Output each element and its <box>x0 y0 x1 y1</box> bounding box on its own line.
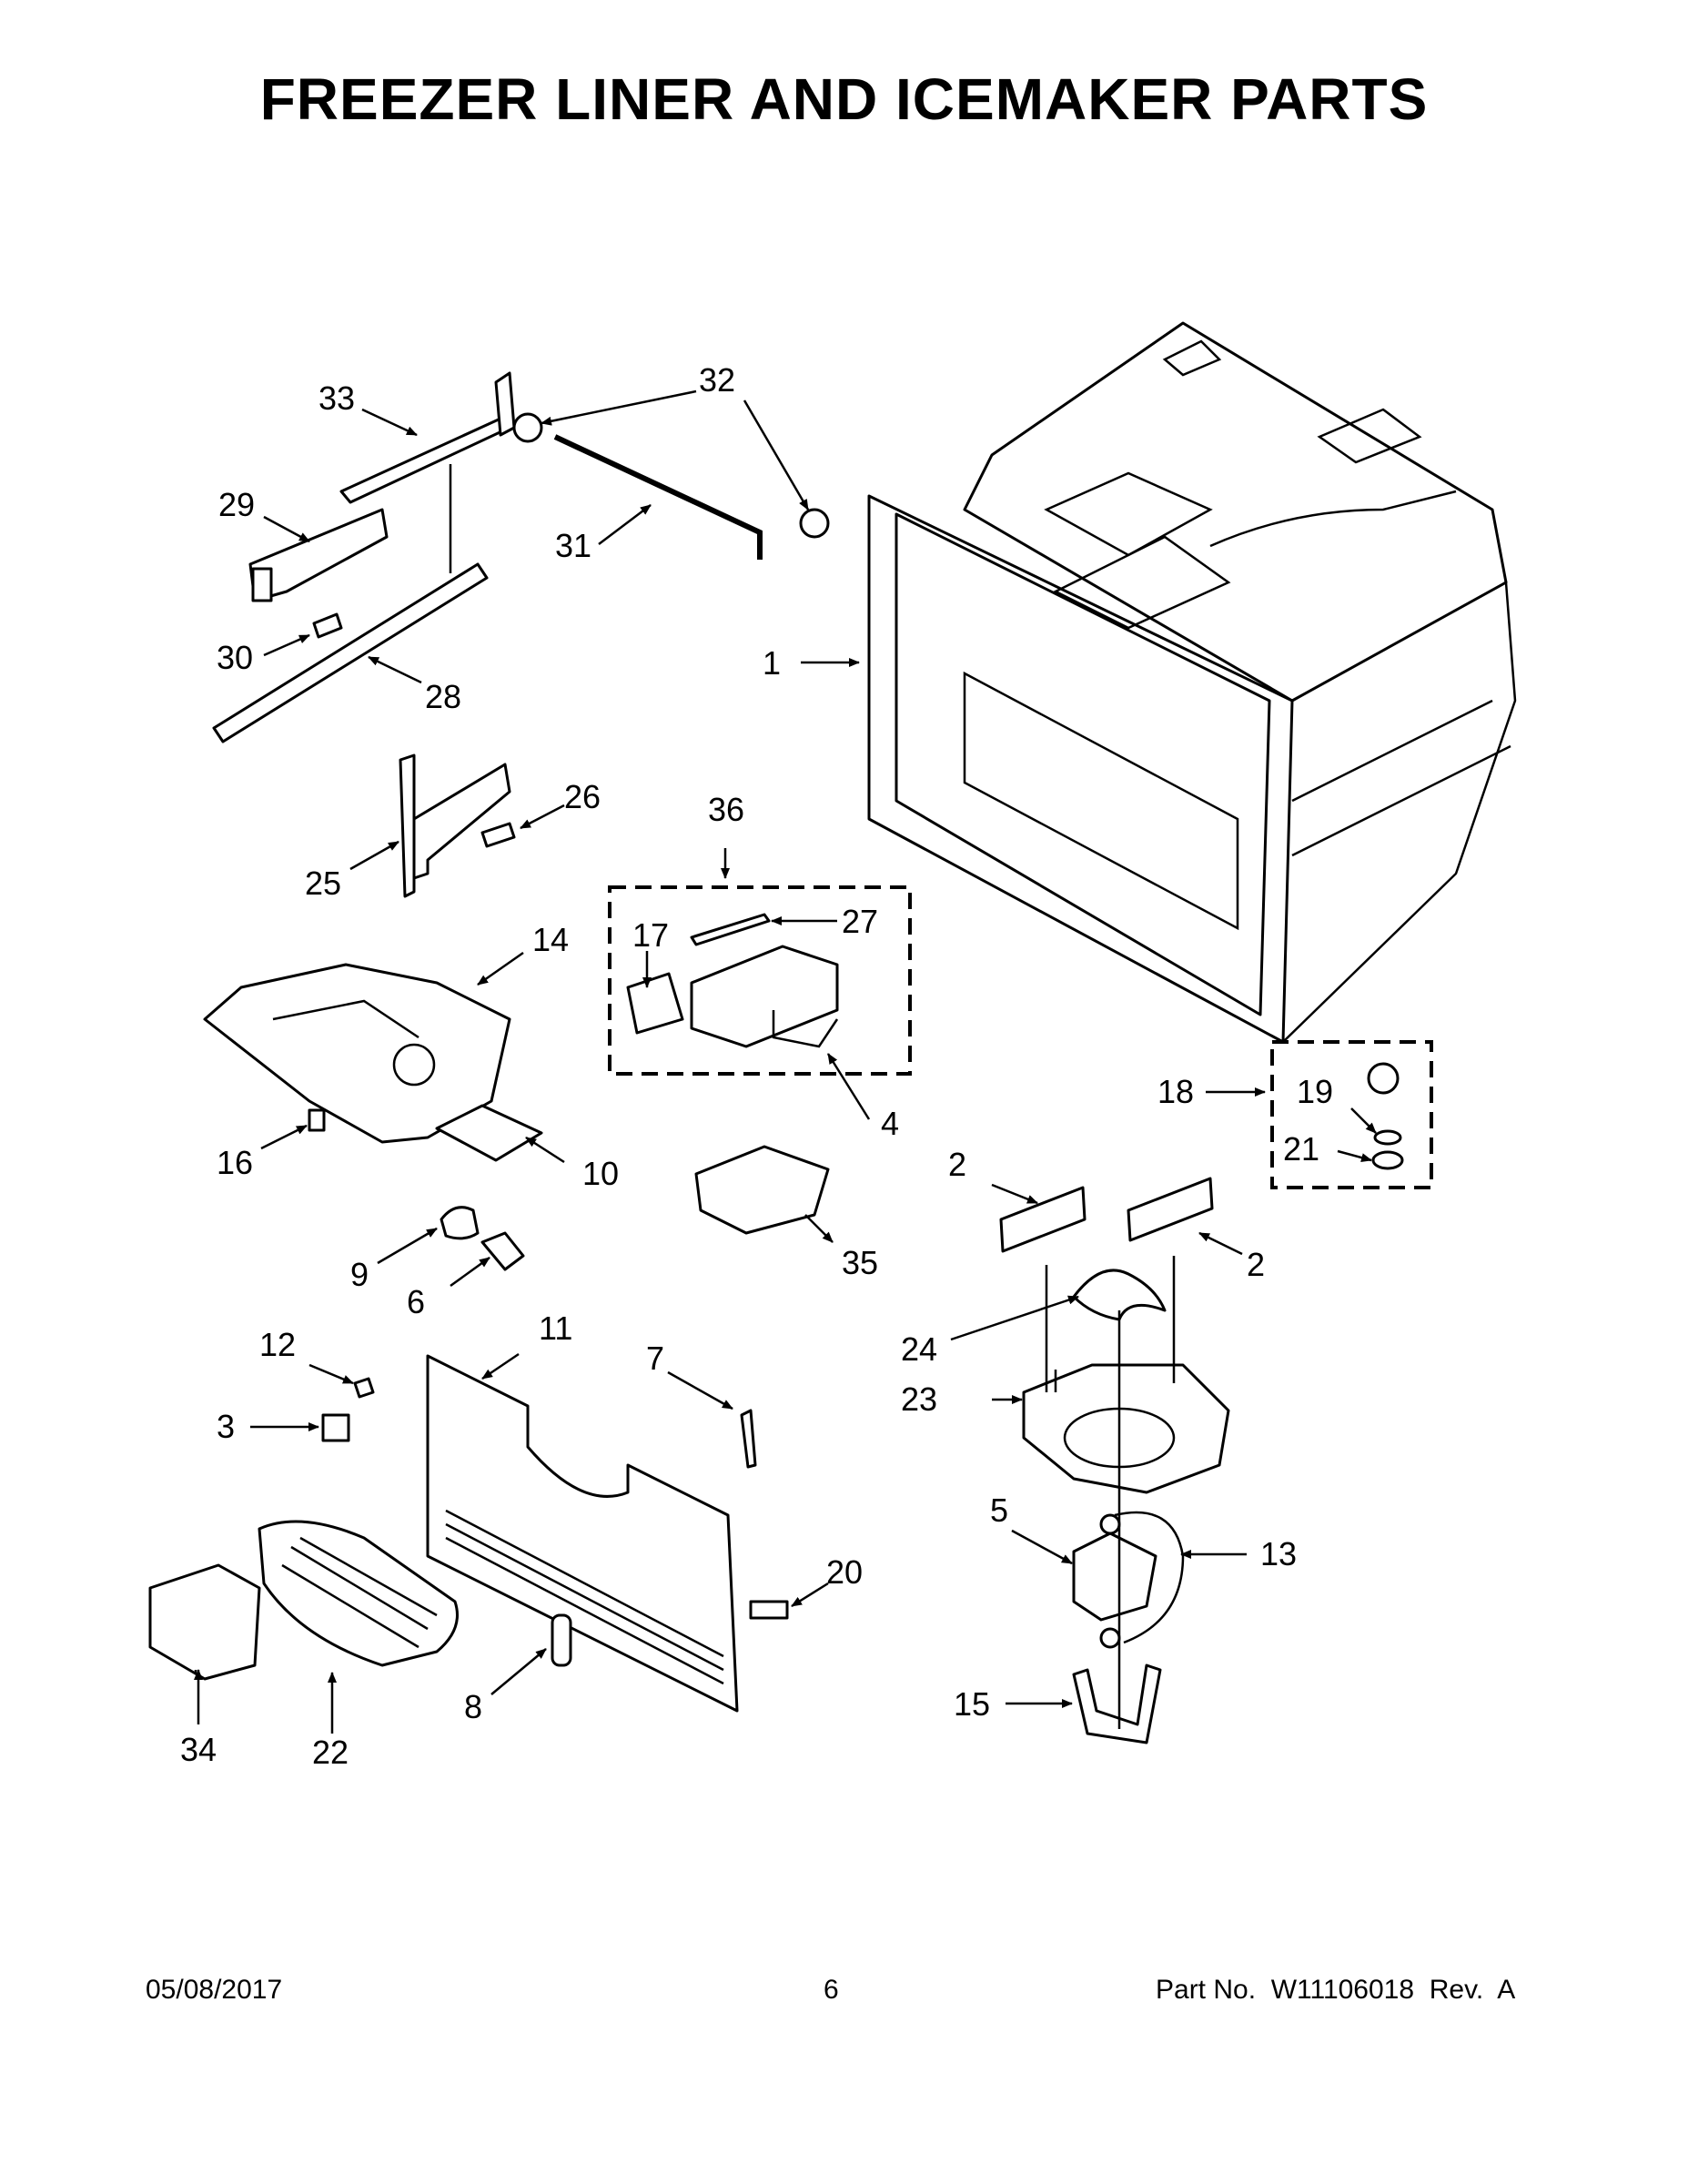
bracket-part-15 <box>1072 1663 1162 1744</box>
strip-part-20 <box>749 1600 789 1620</box>
top-rail-part-33 <box>339 371 516 504</box>
callout-24: 24 <box>901 1330 937 1368</box>
screw-part-12 <box>353 1377 375 1399</box>
callout-34: 34 <box>180 1731 217 1768</box>
leader-lines <box>194 389 1377 1734</box>
callout-2: 2 <box>948 1146 966 1183</box>
callout-1: 1 <box>763 644 781 682</box>
callout-32: 32 <box>699 361 735 399</box>
slide-part-28 <box>212 562 489 743</box>
fan-shroud-part-23 <box>1022 1363 1230 1494</box>
motor-part-5 <box>1072 1532 1157 1622</box>
clip-part-8 <box>551 1613 572 1667</box>
pad-part-2-left <box>999 1186 1087 1253</box>
callout-2: 2 <box>1247 1246 1265 1283</box>
callout-25: 25 <box>305 864 341 902</box>
callout-28: 28 <box>425 678 461 715</box>
freezer-liner <box>867 321 1517 1044</box>
socket-part-6 <box>480 1231 525 1271</box>
cover-part-34 <box>148 1563 261 1681</box>
callout-11: 11 <box>539 1309 572 1347</box>
clip-part-16 <box>308 1108 326 1132</box>
callout-18: 18 <box>1157 1073 1194 1110</box>
callout-10: 10 <box>582 1155 619 1192</box>
washer-part-21 <box>1371 1150 1404 1170</box>
callout-5: 5 <box>990 1491 1008 1529</box>
bracket-part-29 <box>248 508 389 602</box>
valve-part-19 <box>1367 1062 1400 1095</box>
callout-16: 16 <box>217 1144 253 1181</box>
callout-4: 4 <box>881 1105 899 1142</box>
sensor-part-7 <box>740 1409 757 1469</box>
callout-9: 9 <box>350 1256 369 1293</box>
callout-labels: 1 2 2 3 4 5 6 7 8 9 10 11 12 13 14 15 16… <box>180 361 1333 1771</box>
footer-page-number: 6 <box>824 1975 839 2005</box>
callout-8: 8 <box>464 1688 482 1725</box>
callout-6: 6 <box>407 1283 425 1320</box>
callout-35: 35 <box>842 1244 878 1281</box>
callout-17: 17 <box>632 916 669 954</box>
callout-29: 29 <box>218 486 255 523</box>
chute-part-14 <box>203 963 511 1144</box>
callout-27: 27 <box>842 903 878 940</box>
ice-bin-part-35 <box>694 1145 830 1235</box>
callout-22: 22 <box>312 1734 349 1771</box>
bulb-part-9 <box>440 1206 480 1240</box>
callout-12: 12 <box>259 1326 296 1363</box>
screw-part-26 <box>480 822 516 848</box>
gear-part-32-top <box>512 412 543 443</box>
pad-part-2-right <box>1127 1177 1214 1242</box>
valve-kit-box-18 <box>1270 1040 1433 1189</box>
screw-part-30 <box>312 612 343 639</box>
footer-date: 05/08/2017 <box>146 1975 283 2005</box>
gasket-part-10 <box>435 1104 543 1162</box>
callout-13: 13 <box>1260 1535 1297 1572</box>
callout-15: 15 <box>954 1685 990 1723</box>
harness-part-27 <box>690 913 771 946</box>
icemaker-part-17 <box>626 972 684 1035</box>
icemaker-kit-box-36 <box>608 885 912 1076</box>
callout-30: 30 <box>217 639 253 676</box>
callout-20: 20 <box>826 1553 863 1591</box>
callout-7: 7 <box>646 1340 664 1377</box>
footer-part-number: Part No. W11106018 Rev. A <box>1156 1975 1516 2005</box>
gear-part-32-bottom <box>799 508 830 539</box>
callout-3: 3 <box>217 1408 235 1445</box>
icemaker-body <box>690 945 839 1048</box>
callout-23: 23 <box>901 1380 937 1418</box>
callout-26: 26 <box>564 778 601 815</box>
bracket-part-3 <box>321 1413 350 1442</box>
callout-14: 14 <box>532 921 569 958</box>
callout-33: 33 <box>318 379 355 417</box>
page-title: FREEZER LINER AND ICEMAKER PARTS <box>259 66 1429 132</box>
wire-part-4 <box>772 1010 839 1048</box>
callout-21: 21 <box>1283 1130 1319 1168</box>
bracket-part-25 <box>399 753 511 898</box>
callout-36: 36 <box>708 791 744 828</box>
fan-blade-part-24 <box>1072 1269 1167 1321</box>
callout-19: 19 <box>1297 1073 1333 1110</box>
rod-part-31 <box>553 434 763 560</box>
callout-31: 31 <box>555 527 591 564</box>
evaporator-cover-part-11 <box>426 1354 739 1713</box>
